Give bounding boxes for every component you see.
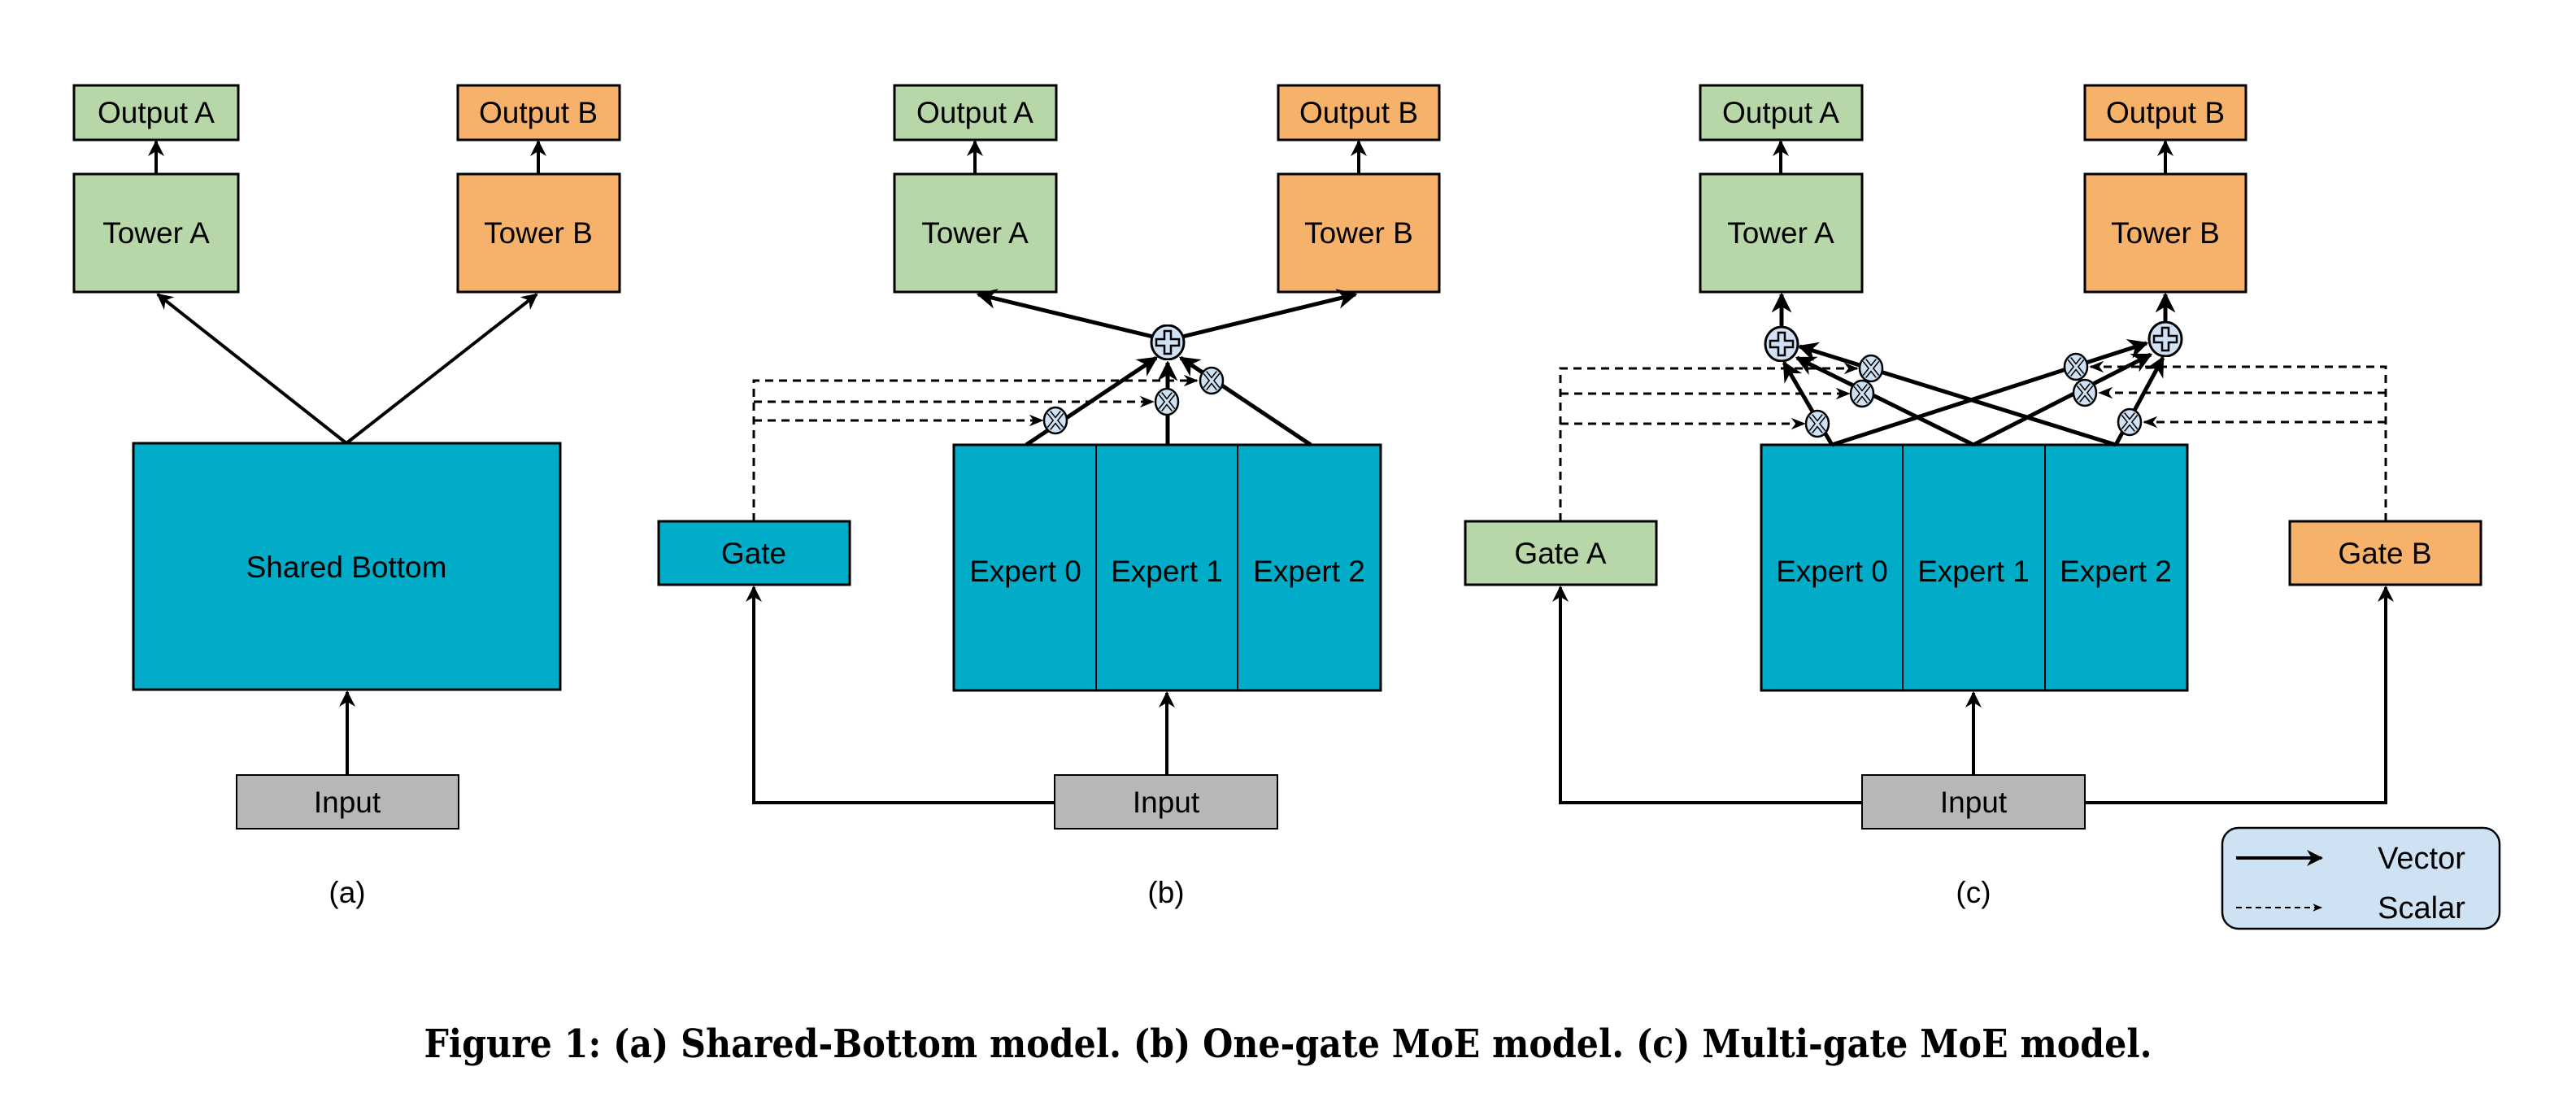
multiply-node-icon [1200, 368, 1223, 394]
panel-a: Output A Output B Tower A Tower B Shared… [72, 84, 621, 909]
legend-scalar-label: Scalar [2378, 891, 2465, 925]
multiply-node-icon [1851, 381, 1873, 407]
expert-1-to-sum-a-arrow [1795, 355, 1975, 447]
shared-to-tower-a-arrow [156, 293, 348, 445]
shared-bottom-label: Shared Bottom [246, 551, 447, 584]
panel-a-label: (a) [329, 876, 365, 909]
gate-b-scalar-0-line [2089, 360, 2387, 521]
input-box [236, 774, 459, 830]
multiply-node-icon [2118, 409, 2141, 435]
multiply-node-icon [1155, 389, 1178, 415]
tower-b-box [456, 172, 621, 294]
expert-1-label: Expert 1 [1917, 555, 2030, 588]
output-b-box [2083, 84, 2247, 142]
expert-1-label: Expert 1 [1111, 555, 1223, 588]
legend: Vector Scalar [2221, 826, 2501, 930]
gate-a-scalar-2-line [1559, 362, 1859, 521]
output-b-label: Output B [479, 96, 598, 129]
expert-2-to-sum-arrow [1178, 355, 1312, 447]
expert-0-to-sum-b-arrow [1831, 339, 2149, 447]
input-to-gate-a-arrow [1552, 586, 1862, 804]
output-b-label: Output B [2106, 96, 2225, 129]
tower-b-label: Tower B [2111, 216, 2220, 250]
gate-a-label: Gate A [1514, 537, 1606, 570]
output-b-label: Output B [1299, 96, 1418, 129]
gate-box [657, 520, 851, 586]
multiply-node-icon [1860, 355, 1882, 381]
shared-to-tower-b-arrow [345, 293, 538, 445]
output-a-box [893, 84, 1058, 142]
sum-node-a-icon [1764, 326, 1799, 362]
gate-scalar-2-line [752, 374, 1199, 521]
tower-a-label: Tower A [102, 216, 210, 250]
expert-0-label: Expert 0 [969, 555, 1081, 588]
legend-box [2221, 826, 2501, 930]
multiply-node-icon [1806, 411, 1829, 437]
output-a-box [72, 84, 240, 142]
panel-b: Output A Output B Tower A Tower B Expert… [657, 84, 1441, 909]
gate-b-label: Gate B [2338, 537, 2431, 570]
tower-a-box [893, 172, 1058, 294]
expert-1-to-sum-b-arrow [1972, 352, 2153, 447]
tower-b-box [2083, 172, 2247, 294]
output-a-label: Output A [98, 96, 215, 129]
input-label: Input [314, 786, 381, 819]
output-b-box [1277, 84, 1441, 142]
panel-c-label: (c) [1956, 876, 1991, 909]
input-to-gate-arrow [746, 586, 1055, 804]
gate-a-box [1464, 520, 1658, 586]
experts-block [952, 443, 1382, 692]
gate-label: Gate [721, 537, 786, 570]
sum-to-tower-a-arrow [976, 289, 1154, 339]
output-a-label: Output A [1722, 96, 1839, 129]
tower-a-label: Tower A [921, 216, 1029, 250]
tower-a-label: Tower A [1727, 216, 1834, 250]
input-to-gate-b-arrow [2085, 586, 2394, 804]
legend-vector-label: Vector [2378, 842, 2465, 876]
input-label: Input [1940, 786, 2008, 819]
tower-b-label: Tower B [1304, 216, 1413, 250]
input-label: Input [1133, 786, 1200, 819]
tower-b-label: Tower B [484, 216, 593, 250]
expert-2-label: Expert 2 [2060, 555, 2172, 588]
output-b-box [456, 84, 621, 142]
figure-caption: Figure 1: (a) Shared-Bottom model. (b) O… [424, 1021, 2152, 1067]
panel-c: Output A Output B Tower A Tower B Expert… [1464, 84, 2482, 909]
multiply-node-icon [2065, 354, 2087, 380]
shared-bottom-box [132, 442, 562, 691]
output-a-box [1699, 84, 1864, 142]
output-a-label: Output A [916, 96, 1033, 129]
multiply-node-icon [1044, 407, 1067, 433]
expert-2-label: Expert 2 [1253, 555, 1365, 588]
sum-to-tower-b-arrow [1181, 289, 1358, 339]
expert-0-label: Expert 0 [1776, 555, 1888, 588]
tower-a-box [1699, 172, 1864, 294]
multiply-node-icon [2073, 380, 2096, 406]
sum-node-icon [1150, 324, 1186, 360]
panel-b-label: (b) [1147, 876, 1184, 909]
input-box [1054, 774, 1278, 830]
sum-node-b-icon [2147, 321, 2183, 357]
experts-block [1760, 443, 2189, 692]
